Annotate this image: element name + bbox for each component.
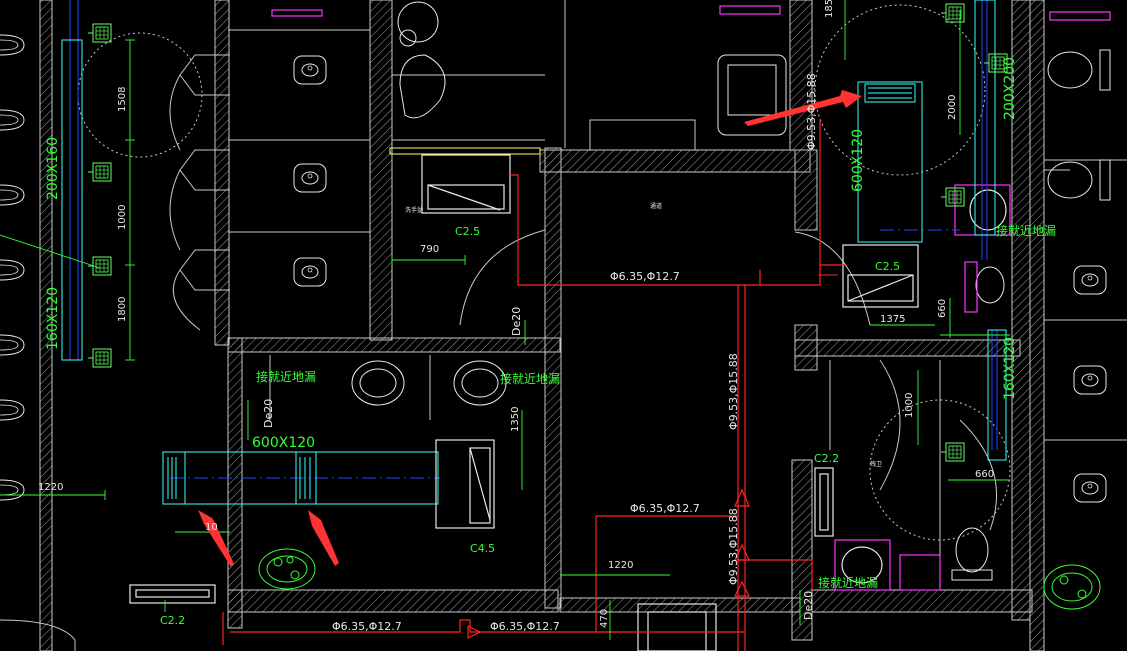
pipe-label-bot-b: Φ6.35,Φ12.7 xyxy=(490,620,560,633)
partitions xyxy=(169,54,1070,331)
dim-660-a: 660 xyxy=(937,299,948,318)
dim-660-b: 660 xyxy=(975,469,994,480)
room-note-wash: 洗手盆 xyxy=(405,206,423,214)
unit-label-c22-right: C2.2 xyxy=(814,452,839,465)
dim-1000-b: 1000 xyxy=(904,393,915,418)
unit-label-c45: C4.5 xyxy=(470,542,495,555)
duct-label-160x120-right: 160X120 xyxy=(1002,337,1018,400)
drain-label-3: 接就近地漏 xyxy=(996,223,1056,238)
dim-1850: 1850 xyxy=(824,0,835,18)
indoor-units xyxy=(129,154,919,651)
dim-1350: 1350 xyxy=(510,407,521,432)
room-note-corridor: 通道 xyxy=(650,202,662,210)
dim-1800: 1800 xyxy=(117,297,128,322)
squat-toilets xyxy=(293,55,1107,503)
annotation-arrows xyxy=(198,90,862,567)
unit-label-c25-a: C2.5 xyxy=(455,225,480,238)
duct-label-600x120-right: 600X120 xyxy=(850,129,866,192)
pipe-label-mid: Φ6.35,Φ12.7 xyxy=(630,502,700,515)
duct-label-200x200: 200X200 xyxy=(1002,57,1018,120)
dim-1220-a: 1220 xyxy=(38,482,63,493)
ducts xyxy=(61,0,1007,505)
pipe-label-bot-a: Φ6.35,Φ12.7 xyxy=(332,620,402,633)
dim-1375: 1375 xyxy=(880,314,905,325)
center-lines xyxy=(69,0,998,479)
pipe-label-vert-b: Φ9.53,Φ15.88 xyxy=(727,353,740,430)
western-toilets xyxy=(951,49,1111,581)
urinals xyxy=(0,34,25,501)
duct-label-600x120-center: 600X120 xyxy=(252,435,315,451)
dim-1508: 1508 xyxy=(117,87,128,112)
sinks xyxy=(351,1,787,406)
room-note-right: 残卫 xyxy=(870,460,882,468)
unit-label-c22-left: C2.2 xyxy=(160,614,185,627)
duct-label-200x160: 200X160 xyxy=(45,137,61,200)
dim-2000: 2000 xyxy=(947,95,958,120)
dimension-lines xyxy=(0,0,1010,640)
drain-label-2: 接就近地漏 xyxy=(500,371,560,386)
drain-label-4: 接就近地漏 xyxy=(818,575,878,590)
pipe-label-vert-a: Φ9.53,Φ15.88 xyxy=(805,73,818,150)
dim-1220-b: 1220 xyxy=(608,560,633,571)
de20-label-a: De20 xyxy=(510,307,523,336)
duct-label-160x120-left: 160X120 xyxy=(45,287,61,350)
dim-10: 10 xyxy=(205,522,218,533)
de20-label-c: De20 xyxy=(802,591,815,620)
pipe-arrows xyxy=(467,488,750,639)
dim-1000-a: 1000 xyxy=(117,205,128,230)
pipe-label-vert-c: Φ9.53,Φ15.88 xyxy=(727,508,740,585)
de20-label-b: De20 xyxy=(262,399,275,428)
dim-790: 790 xyxy=(420,244,439,255)
unit-label-c25-b: C2.5 xyxy=(875,260,900,273)
drain-label-1: 接就近地漏 xyxy=(256,369,316,384)
dim-470: 470 xyxy=(599,609,610,628)
pipe-label-top: Φ6.35,Φ12.7 xyxy=(610,270,680,283)
plant-symbols xyxy=(258,548,1101,610)
